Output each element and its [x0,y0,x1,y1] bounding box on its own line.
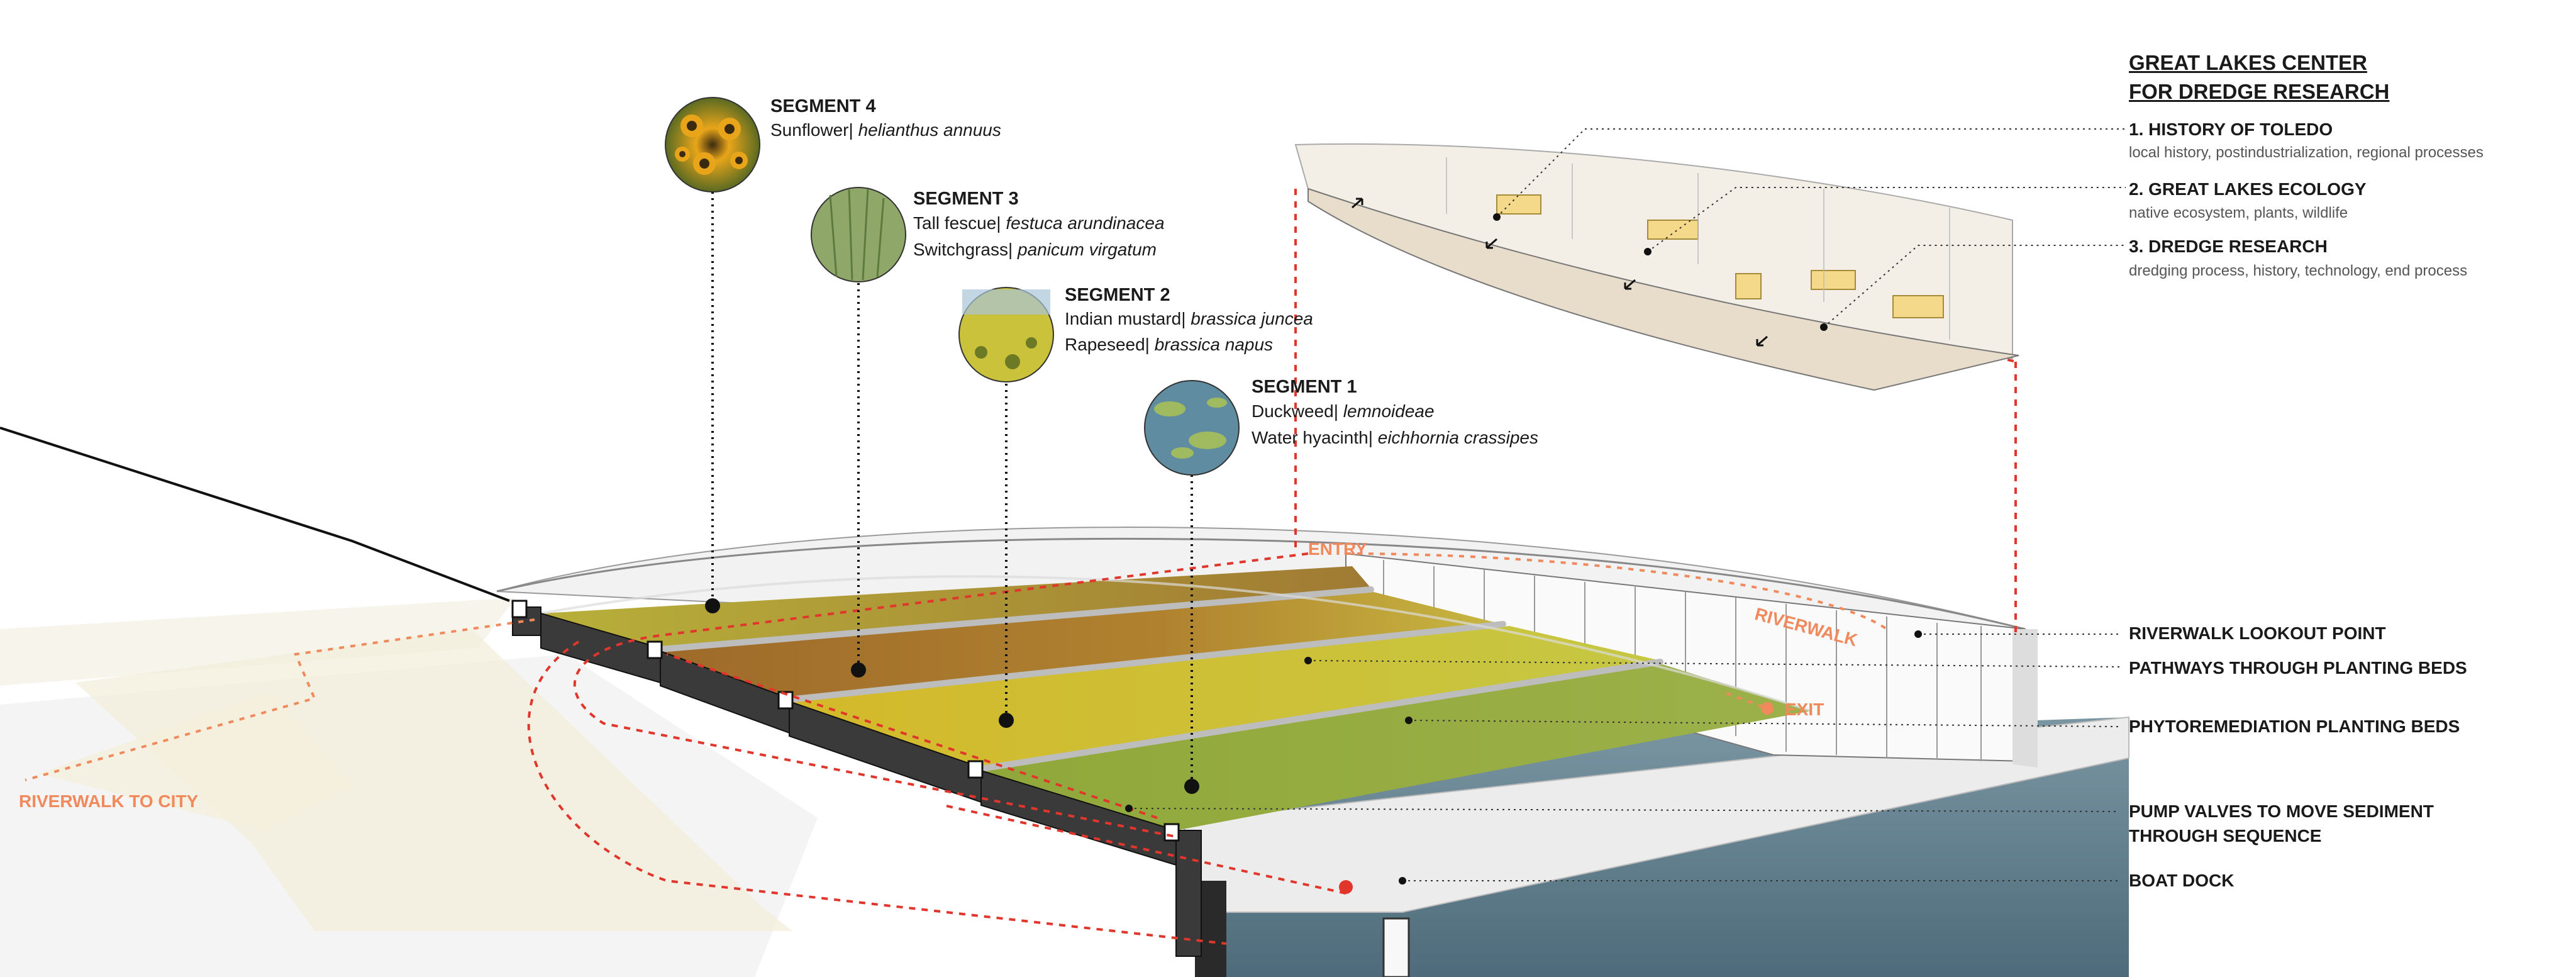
segment-2-plant-2: Rapeseed| brassica napus [1065,335,1274,354]
segment-3-plant-2: Switchgrass| panicum virgatum [913,240,1157,259]
callout-pump-valves-1: PUMP VALVES TO MOVE SEDIMENT [2129,801,2434,821]
grass-photo [811,187,906,282]
segment-4-plant-1: Sunflower| helianthus annuus [770,120,1001,140]
riverwalk-route [25,552,1888,781]
segment-1-plant-1: Duckweed| lemnoideae [1252,401,1435,421]
bed-segment-2 [789,626,1660,768]
shoreline-outline [0,427,510,602]
duckweed-photo [1144,380,1240,476]
segment-2-plant-1: Indian mustard| brassica juncea [1065,309,1313,328]
segment-3-title: SEGMENT 3 [913,189,1019,209]
bed-segment-4 [541,566,1371,648]
exhibit-2-heading: 2. GREAT LAKES ECOLOGY [2129,179,2367,199]
callout-planting-beds: PHYTOREMEDIATION PLANTING BEDS [2129,717,2460,736]
exhibit-3-heading: 3. DREDGE RESEARCH [2129,237,2328,256]
exhibit-leaders [1496,128,2126,328]
title-line-1: GREAT LAKES CENTER [2129,51,2367,74]
gallery-building [1294,143,2019,391]
sunflower-photo [665,97,760,193]
callout-pathways: PATHWAYS THROUGH PLANTING BEDS [2129,658,2467,678]
callout-leaders [1128,634,2120,881]
route-start-dot [1339,880,1353,894]
segment-2-title: SEGMENT 2 [1065,285,1170,305]
entry-label: ENTRY [1308,539,1367,559]
background-riverwalk-ground [0,598,818,977]
exit-label: EXIT [1785,700,1824,719]
segment-4-title: SEGMENT 4 [770,96,876,116]
title-line-2: FOR DREDGE RESEARCH [2129,80,2390,103]
exhibit-3-desc: dredging process, history, technology, e… [2129,262,2468,279]
segment-1-title: SEGMENT 1 [1252,377,1357,397]
exhibit-2-desc: native ecosystem, plants, wildlife [2129,204,2348,221]
bed-segment-3 [660,591,1497,698]
callout-riverwalk-lookout: RIVERWALK LOOKOUT POINT [2129,623,2386,643]
retaining-wall [512,606,1202,957]
exhibit-1-heading: 1. HISTORY OF TOLEDO [2129,120,2333,139]
riverwalk-to-city-label: RIVERWALK TO CITY [19,791,199,811]
segment-1-plant-2: Water hyacinth| eichhornia crassipes [1252,428,1539,447]
segment-3-plant-1: Tall fescue| festuca arundinacea [913,213,1165,233]
segment-pins [711,192,1193,786]
callout-pump-valves-2: THROUGH SEQUENCE [2129,826,2322,846]
mustard-photo [958,287,1054,382]
callout-boat-dock: BOAT DOCK [2129,871,2235,890]
exhibit-1-desc: local history, postindustrialization, re… [2129,144,2484,161]
